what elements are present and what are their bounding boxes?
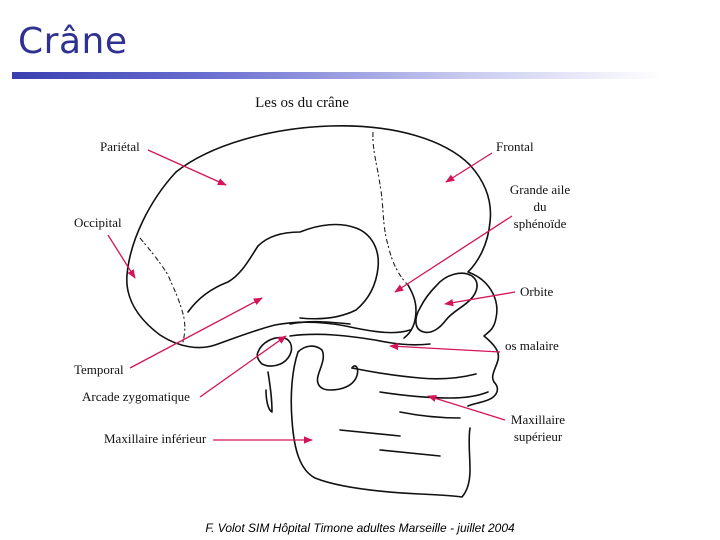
arrow-occipital bbox=[107, 234, 136, 279]
arrow-maxillaire-sup bbox=[427, 394, 506, 421]
styloid bbox=[265, 371, 273, 413]
title-underline bbox=[12, 72, 662, 79]
label-parietal: Pariétal bbox=[100, 139, 140, 154]
arrow-frontal bbox=[445, 152, 493, 183]
arrow-malaire bbox=[389, 342, 501, 353]
label-maxillaire-sup-1: Maxillaire bbox=[511, 412, 565, 427]
sphenoid-greater-wing bbox=[403, 284, 417, 339]
label-frontal: Frontal bbox=[496, 139, 534, 154]
cranium-back bbox=[126, 171, 411, 349]
label-grande-aile-3: sphénoïde bbox=[514, 216, 567, 231]
label-grande-aile-2: du bbox=[534, 199, 548, 214]
arrow-temporal bbox=[129, 297, 263, 369]
cranium-outline bbox=[175, 125, 500, 407]
lambdoid-suture bbox=[139, 237, 186, 347]
label-maxillaire-sup-2: supérieur bbox=[514, 429, 563, 444]
label-maxillaire-inferieur: Maxillaire inférieur bbox=[104, 431, 207, 446]
label-orbite: Orbite bbox=[520, 284, 553, 299]
arrow-orbite bbox=[444, 291, 516, 307]
mandible bbox=[290, 345, 471, 498]
label-arcade-zygomatique: Arcade zygomatique bbox=[82, 389, 190, 404]
arrow-parietal bbox=[147, 149, 227, 186]
zygomatic-arch bbox=[289, 320, 431, 346]
label-occipital: Occipital bbox=[74, 215, 122, 230]
diagram-title: Les os du crâne bbox=[255, 95, 349, 111]
arrow-arcade bbox=[199, 335, 287, 398]
slide-title: Crâne bbox=[18, 21, 128, 62]
temporal-squama bbox=[187, 223, 380, 320]
ear-canal bbox=[256, 336, 293, 367]
maxilla bbox=[351, 367, 489, 419]
arrow-sphenoide bbox=[394, 215, 513, 293]
orbit bbox=[415, 272, 478, 334]
label-temporal: Temporal bbox=[74, 362, 124, 377]
label-grande-aile-1: Grande aile bbox=[510, 182, 571, 197]
footer-credit: F. Volot SIM Hôpital Timone adultes Mars… bbox=[205, 521, 515, 535]
coronal-suture bbox=[372, 131, 409, 286]
label-os-malaire: os malaire bbox=[505, 338, 559, 353]
